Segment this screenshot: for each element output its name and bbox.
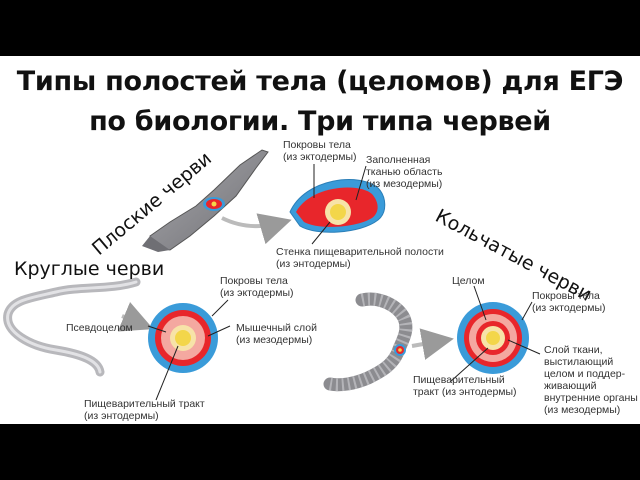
annelid-label-body-cover: Покровы тела(из эктодермы) xyxy=(532,290,606,314)
annelid-arrow xyxy=(412,340,446,346)
roundworm-label-body-cover: Покровы тела(из эктодермы) xyxy=(220,275,294,299)
roundworm-label-pseudocoel: Псевдоцелом xyxy=(66,322,133,334)
annelid-label-coelom: Целом xyxy=(452,275,485,287)
flatworm-gut xyxy=(330,204,346,220)
roundworm-cross-section xyxy=(148,303,218,373)
group-label-roundworms: Круглые черви xyxy=(14,258,164,280)
flatworm-arrow xyxy=(222,218,284,226)
title-line-1: Типы полостей тела (целомов) для ЕГЭ xyxy=(0,66,640,97)
annelid-cross-section xyxy=(457,302,529,374)
flatworm-label-gut-wall: Стенка пищеварительной полости(из энтоде… xyxy=(276,246,444,270)
roundworm-gut xyxy=(175,330,191,346)
bottom-letterbox xyxy=(0,424,640,480)
flatworm-cut-section xyxy=(203,197,225,211)
annelid-gut xyxy=(486,331,500,345)
flatworm-label-body-cover: Покровы тела(из эктодермы) xyxy=(283,139,357,163)
roundworm-label-muscle-layer: Мышечный слой(из мезодермы) xyxy=(236,322,317,346)
annelid-illustration xyxy=(330,299,406,385)
roundworm-label-digestive-tract: Пищеварительный тракт(из энтодермы) xyxy=(84,398,205,422)
annelid-cut-section xyxy=(394,344,406,356)
title-line-2: по биологии. Три типа червей xyxy=(0,106,640,137)
top-letterbox xyxy=(0,0,640,56)
